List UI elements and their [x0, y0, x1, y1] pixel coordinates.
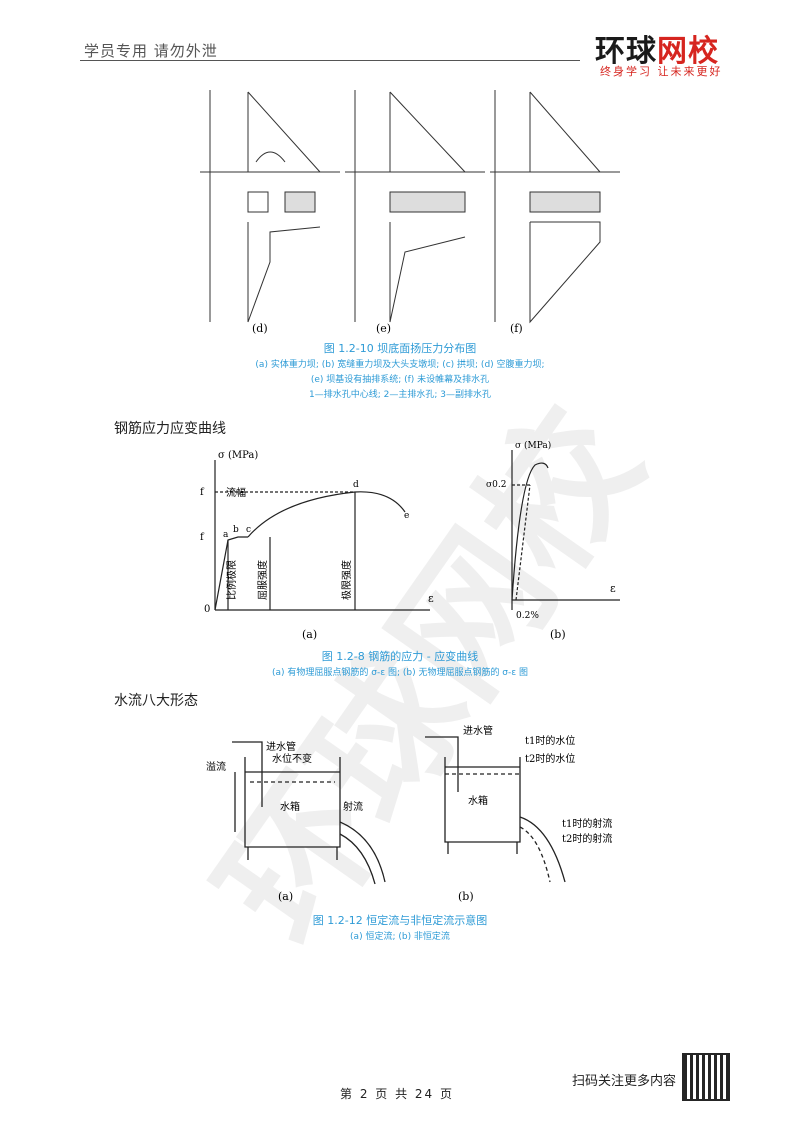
dam-uplift-diagram: (d) (e) (f) [200, 90, 620, 335]
brand-part-1: 环球 [595, 34, 657, 69]
figure1-caption-line-3: 1—排水孔中心线; 2—主排水孔; 3—副排水孔 [309, 390, 491, 400]
label-ultimate: 极限强度 [340, 560, 353, 600]
point-b: b [233, 525, 239, 535]
section-title-steel: 钢筋应力应变曲线 [114, 421, 226, 437]
scan-prompt: 扫码关注更多内容 [572, 1074, 677, 1089]
header-rule [80, 60, 580, 61]
label-t1-jet: t1时的射流 [562, 817, 612, 830]
panel-label-flow-b: (b) [458, 890, 474, 903]
label-t1-level: t1时的水位 [525, 734, 575, 747]
brand-slogan: 终身学习 让未来更好 [600, 65, 723, 78]
y-axis-label-b: σ (MPa) [515, 440, 551, 451]
qr-code[interactable] [682, 1053, 730, 1101]
label-inlet-b: 进水管 [463, 724, 493, 737]
fy-label: f [200, 532, 205, 543]
point-e: e [404, 511, 409, 521]
x-axis-label-b: ε [610, 582, 616, 595]
y-axis-label-a: σ (MPa) [218, 450, 258, 461]
brand-logo: 环球网校 [595, 26, 719, 70]
label-flow: 流幅 [226, 486, 246, 499]
panel-label-a: (a) [302, 628, 317, 641]
panel-label-e: (e) [376, 322, 391, 335]
figure2-caption-title: 图 1.2-8 钢筋的应力 - 应变曲线 [321, 650, 479, 663]
origin-label: 0 [204, 604, 210, 615]
fu-label: f [200, 487, 205, 498]
label-const-level: 水位不变 [272, 752, 312, 765]
figure3-caption-line: (a) 恒定流; (b) 非恒定流 [350, 932, 450, 942]
label-t2-level: t2时的水位 [525, 752, 575, 765]
sigma02-label: σ0.2 [486, 480, 506, 490]
label-t2-jet: t2时的射流 [562, 832, 612, 845]
page-number: 第 2 页 共 24 页 [340, 1087, 454, 1101]
label-tank-a: 水箱 [280, 800, 300, 813]
figure2-caption-line: (a) 有物理屈服点钢筋的 σ-ε 图; (b) 无物理屈服点钢筋的 σ-ε 图 [272, 668, 528, 678]
panel-label-d: (d) [252, 322, 268, 335]
point-d: d [353, 480, 359, 490]
label-tank-b: 水箱 [468, 794, 488, 807]
label-prop-limit: 比例极限 [225, 560, 238, 600]
figure3-caption-title: 图 1.2-12 恒定流与非恒定流示意图 [312, 914, 488, 927]
point-a: a [223, 530, 229, 540]
figure1-caption-line-1: (a) 实体重力坝; (b) 宽缝重力坝及大头支墩坝; (c) 拱坝; (d) … [255, 360, 545, 370]
label-jet-a: 射流 [343, 800, 363, 813]
point-c: c [246, 525, 251, 535]
label-inlet-a: 进水管 [266, 740, 296, 753]
brand-part-2: 网校 [657, 34, 719, 69]
label-overflow: 溢流 [206, 760, 226, 773]
header-notice: 学员专用 请勿外泄 [84, 42, 218, 60]
panel-label-b: (b) [550, 628, 566, 641]
label-yield: 屈服强度 [256, 560, 269, 600]
strain-label: 0.2% [516, 611, 539, 621]
water-flow-diagram: 进水管 水位不变 溢流 水箱 射流 进水管 t1时的水位 t2时的水位 水箱 t… [206, 724, 612, 903]
section-title-flow: 水流八大形态 [114, 693, 198, 709]
figure1-caption-line-2: (e) 坝基设有抽排系统; (f) 未设帷幕及排水孔 [310, 375, 490, 385]
x-axis-label-a: ε [428, 592, 434, 605]
stress-strain-diagram: σ (MPa) ε 0 f f a b c d e 流幅 比例极限 屈服强度 极… [200, 440, 620, 641]
panel-label-flow-a: (a) [278, 890, 293, 903]
figure1-caption-title: 图 1.2-10 坝底面扬压力分布图 [323, 342, 477, 355]
panel-label-f: (f) [510, 322, 523, 335]
